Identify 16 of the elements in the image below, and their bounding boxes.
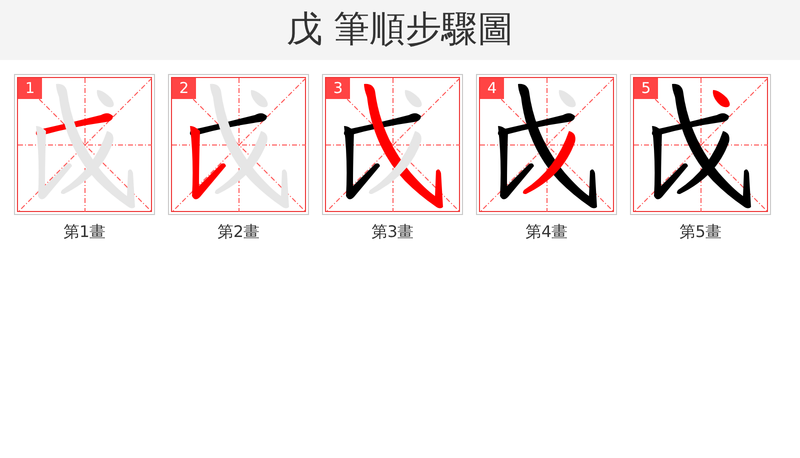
step-number: 3 <box>326 78 350 99</box>
stroke-tile <box>630 74 771 215</box>
step-number: 5 <box>634 78 658 99</box>
step-number: 4 <box>480 78 504 99</box>
step-number: 1 <box>18 78 42 99</box>
stroke-tile <box>322 74 463 215</box>
stroke-tile <box>14 74 155 215</box>
stroke-caption: 第4畫 <box>524 221 569 243</box>
stroke-caption: 第3畫 <box>370 221 415 243</box>
step-number: 2 <box>172 78 196 99</box>
stroke-caption: 第1畫 <box>62 221 107 243</box>
stroke-tile <box>168 74 309 215</box>
stroke-caption: 第5畫 <box>678 221 723 243</box>
stroke-caption: 第2畫 <box>216 221 261 243</box>
page-title: 戊 筆順步驟圖 <box>285 8 515 52</box>
stroke-tile <box>476 74 617 215</box>
